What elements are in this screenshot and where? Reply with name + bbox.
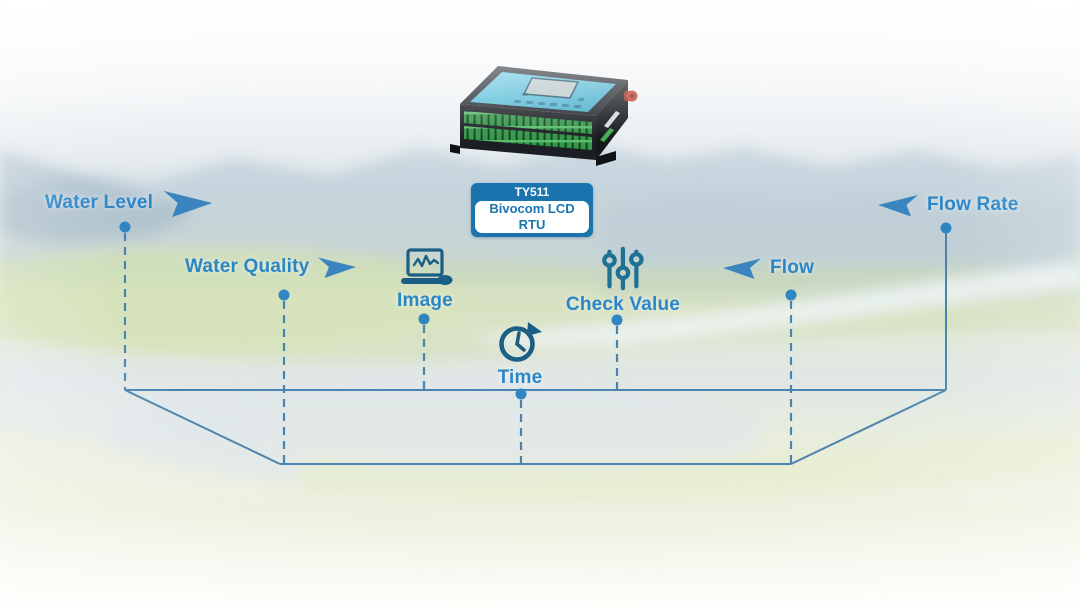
node-time: Time: [496, 321, 544, 389]
node-water-level: Water Level: [45, 188, 214, 218]
water-quality-label: Water Quality: [185, 256, 310, 277]
rtu-device-image: [450, 66, 638, 166]
time-dot: [515, 388, 527, 400]
device-lcd-screen: [522, 77, 580, 99]
arrow-right-icon: [318, 257, 357, 278]
water-level-dot: [119, 221, 131, 233]
check-value-dot: [611, 314, 623, 326]
dashed-drop-lines: [123, 233, 793, 464]
bus-outline: [124, 233, 947, 465]
device-model-label: TY511: [514, 185, 550, 199]
bus-diagonal-right: [790, 389, 947, 465]
laptop-waveform-icon: [401, 248, 453, 285]
flow-label: Flow: [770, 257, 815, 278]
node-flow-rate: Flow Rate: [878, 190, 1019, 220]
image-dot: [418, 313, 430, 325]
node-image: Image: [396, 248, 454, 312]
device-flange-right: [596, 151, 616, 166]
device-name-label: Bivocom LCD RTU: [475, 201, 589, 233]
bus-diagonal-left: [124, 389, 281, 465]
clock-history-icon: [499, 322, 542, 362]
water-quality-dot: [278, 289, 290, 301]
node-flow: Flow: [723, 254, 814, 282]
image-label: Image: [397, 290, 453, 311]
flow-rate-label: Flow Rate: [927, 194, 1019, 215]
device-badge: TY511 Bivocom LCD RTU: [471, 183, 593, 237]
arrow-left-icon: [878, 195, 918, 217]
arrow-right-icon: [163, 190, 213, 218]
node-dots: [119, 221, 952, 400]
check-value-label: Check Value: [565, 294, 681, 315]
water-level-label: Water Level: [45, 192, 154, 213]
sliders-icon: [602, 246, 644, 291]
device-antenna-connector: [624, 90, 638, 102]
time-label: Time: [497, 367, 543, 388]
flow-dot: [785, 289, 797, 301]
node-water-quality: Water Quality: [185, 253, 357, 281]
arrow-left-icon: [723, 258, 761, 279]
device-flange-left: [450, 144, 460, 154]
node-check-value: Check Value: [566, 244, 680, 316]
flow-rate-dot: [940, 222, 952, 234]
